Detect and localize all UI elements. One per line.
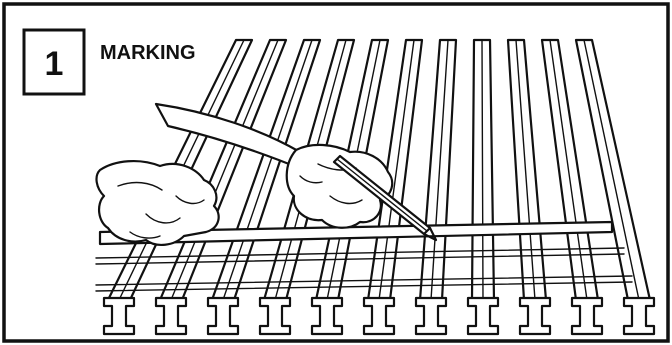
- step-title: MARKING: [100, 42, 196, 64]
- step-number: 1: [45, 45, 64, 83]
- step-number-badge: 1: [24, 30, 84, 94]
- grate-rail: [472, 40, 494, 300]
